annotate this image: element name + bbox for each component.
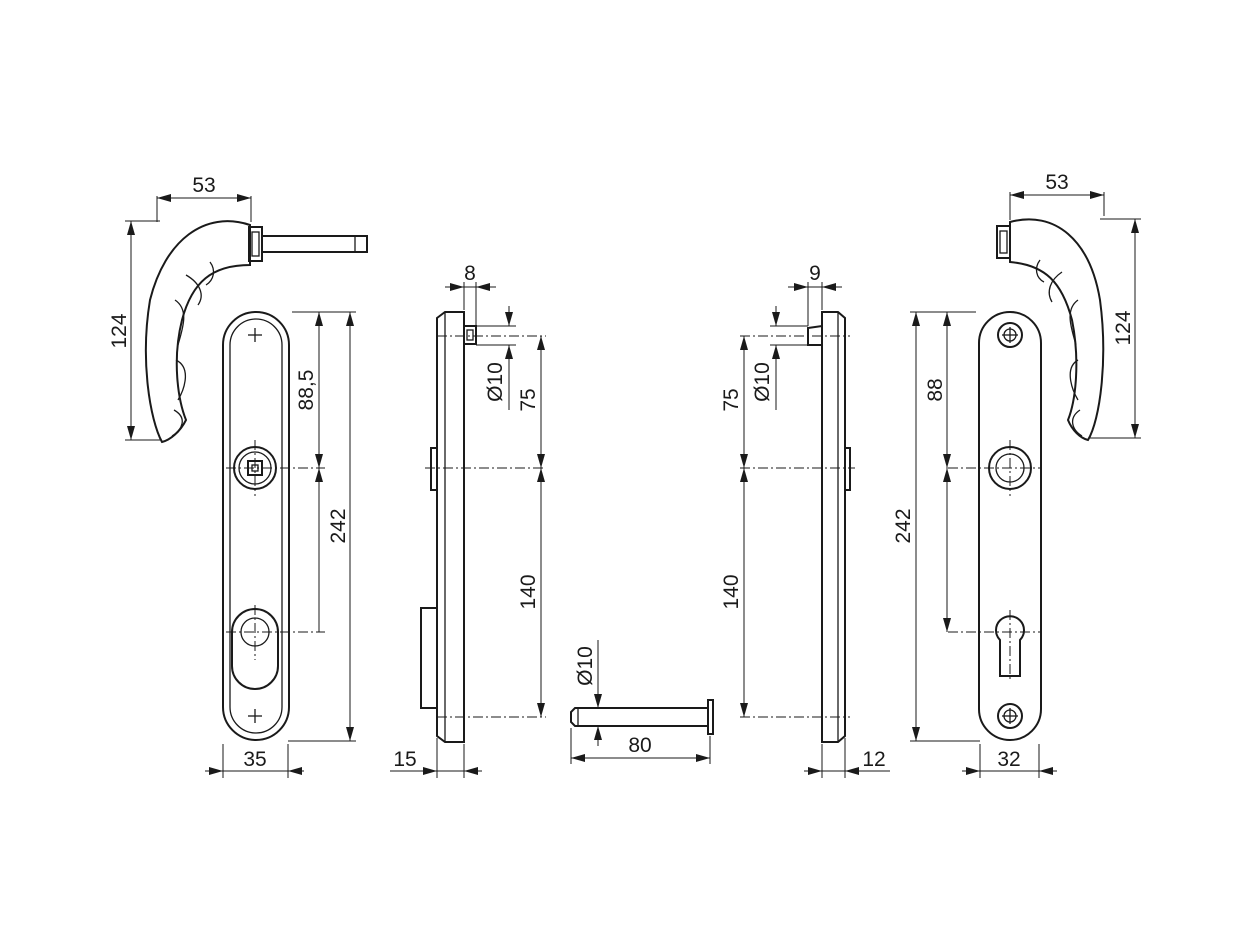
left-plate-side bbox=[420, 311, 546, 743]
dim-right-handle-height: 124 bbox=[1090, 218, 1141, 439]
dim-label: 53 bbox=[192, 174, 215, 197]
dim-left-plate-offset: 88,5 bbox=[292, 311, 326, 632]
dim-label: 140 bbox=[720, 574, 743, 609]
dim-left-side-vertical: 75 140 bbox=[517, 336, 545, 717]
dim-right-side-vertical: 75 140 bbox=[720, 336, 748, 717]
dim-left-plate-height: 242 bbox=[288, 311, 356, 742]
dim-left-side-hole: Ø10 bbox=[476, 306, 516, 410]
dim-label: Ø10 bbox=[574, 646, 597, 686]
dim-right-plate-height: 242 bbox=[892, 311, 980, 742]
dim-label: 140 bbox=[517, 574, 540, 609]
dim-right-handle-width: 53 bbox=[1009, 171, 1105, 220]
dim-right-plate-offset: 88 bbox=[924, 311, 976, 632]
dim-label: 8 bbox=[464, 262, 476, 285]
dim-label: 35 bbox=[243, 748, 266, 771]
dim-left-side-depth: 15 bbox=[390, 738, 482, 778]
spindle bbox=[570, 699, 714, 735]
dim-left-plate-width: 35 bbox=[205, 744, 304, 778]
dim-label: 75 bbox=[720, 388, 743, 411]
dim-right-side-hole: Ø10 bbox=[751, 306, 808, 410]
dim-label: 88,5 bbox=[295, 370, 318, 411]
dim-label: 9 bbox=[809, 262, 821, 285]
dim-left-side-top: 8 bbox=[445, 262, 496, 326]
right-plate-side bbox=[740, 311, 855, 743]
right-handle-profile bbox=[996, 218, 1105, 442]
dim-label: Ø10 bbox=[484, 362, 507, 402]
dim-label: 124 bbox=[108, 313, 131, 348]
dim-label: 32 bbox=[997, 748, 1020, 771]
dim-right-plate-width: 32 bbox=[962, 744, 1057, 778]
dim-label: 88 bbox=[924, 378, 947, 401]
dim-right-side-top: 9 bbox=[788, 262, 842, 326]
left-handle-profile bbox=[144, 220, 368, 444]
dim-label: 242 bbox=[327, 508, 350, 543]
dim-spindle-diameter: Ø10 bbox=[574, 640, 602, 746]
dim-right-side-depth: 12 bbox=[804, 738, 890, 778]
dim-left-handle-width: 53 bbox=[156, 174, 252, 222]
dim-label: 12 bbox=[862, 748, 885, 771]
dim-label: 242 bbox=[892, 508, 915, 543]
dim-label: 124 bbox=[1112, 310, 1135, 345]
dim-label: 80 bbox=[628, 734, 651, 757]
dim-spindle-length: 80 bbox=[570, 728, 711, 764]
dim-label: 75 bbox=[517, 388, 540, 411]
dim-label: Ø10 bbox=[751, 362, 774, 402]
right-plate-front bbox=[948, 311, 1042, 741]
dim-label: 15 bbox=[393, 748, 416, 771]
dim-label: 53 bbox=[1045, 171, 1068, 194]
left-plate-front bbox=[222, 311, 325, 741]
dim-left-handle-height: 124 bbox=[108, 220, 162, 441]
